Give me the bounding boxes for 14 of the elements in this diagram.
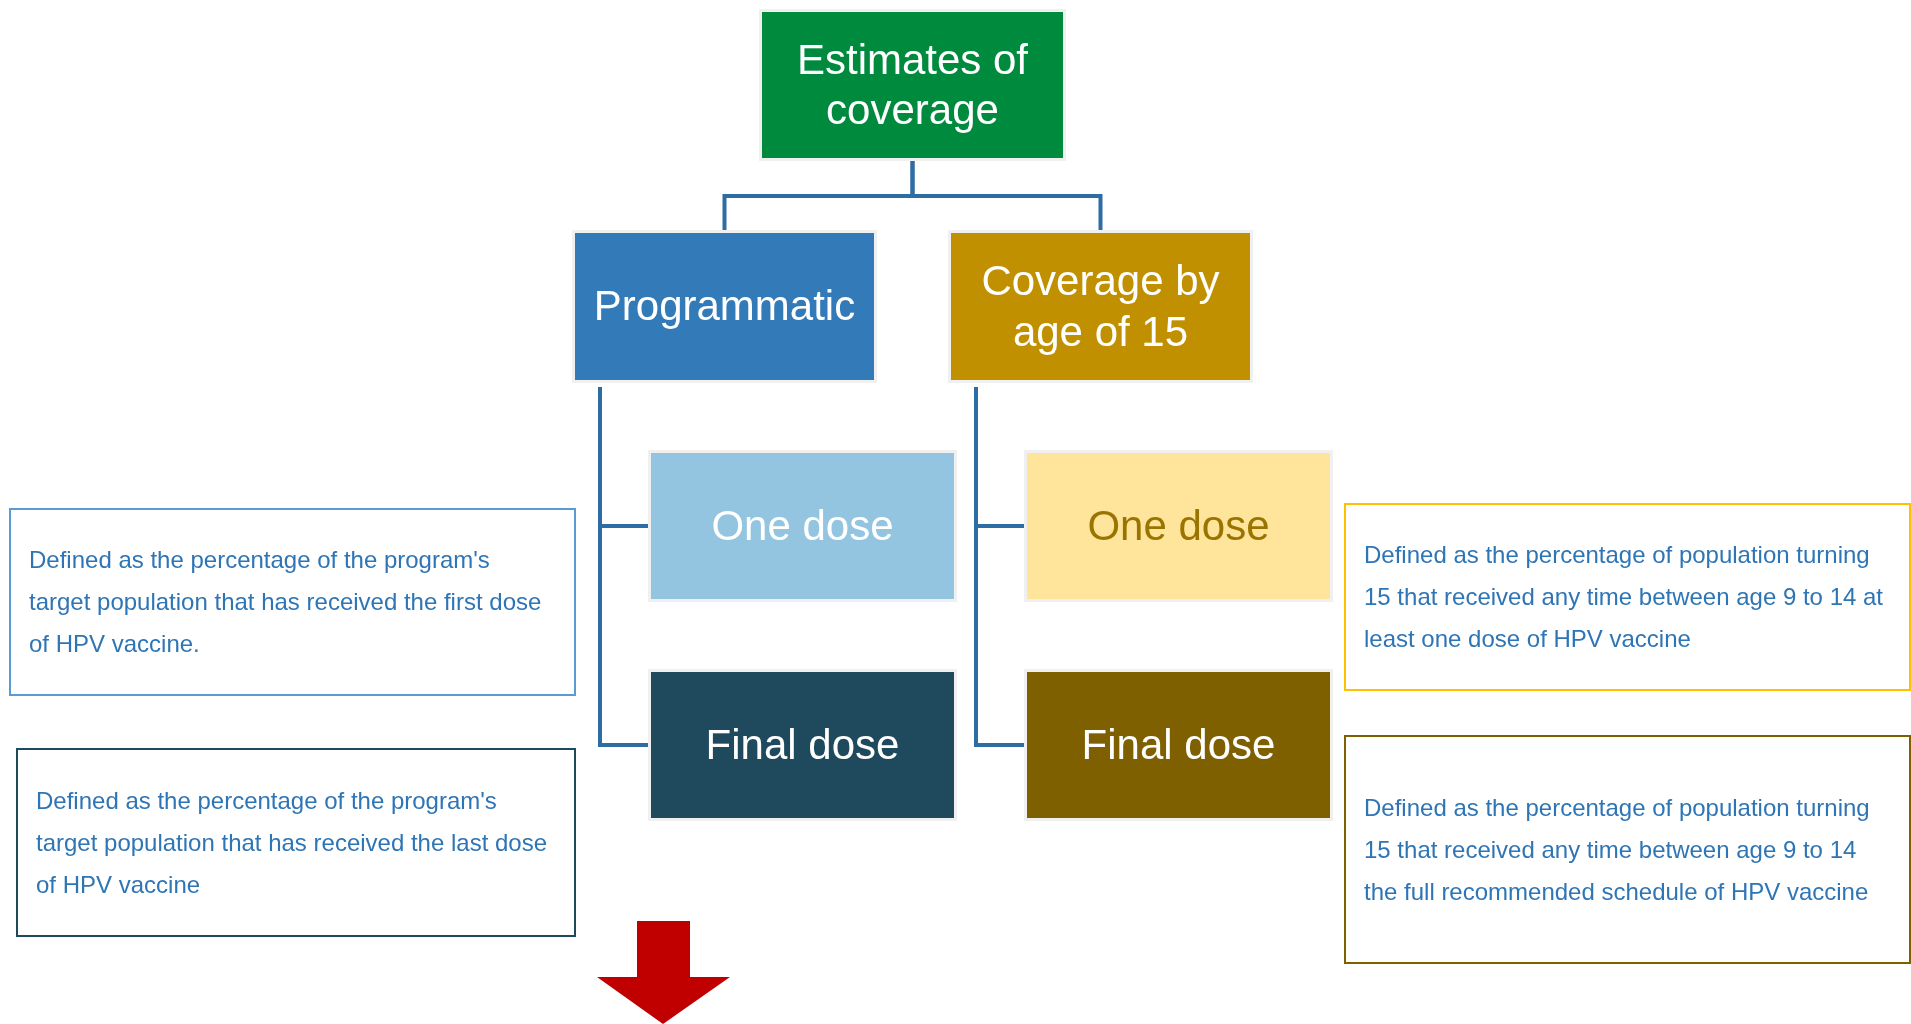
category-box: Final dose <box>648 669 957 821</box>
category-box: Estimates of coverage <box>759 9 1066 161</box>
category-box: Coverage by age of 15 <box>948 230 1253 383</box>
definition-box: Defined as the percentage of population turning 15 that received any time between age 9 to 14 the full recommended schedule of HPV vaccine <box>1344 735 1911 964</box>
definition-box: Defined as the percentage of population turning 15 that received any time between age 9 to 14 at least one dose of HPV vaccine <box>1344 503 1911 691</box>
category-box: One dose <box>648 450 957 602</box>
connector-line <box>974 387 1024 747</box>
connector-line <box>910 161 1103 230</box>
definition-box: Defined as the percentage of the program's target population that has received the last dose of HPV vaccine <box>16 748 576 937</box>
connector-line <box>598 387 648 747</box>
category-box: Programmatic <box>572 230 877 383</box>
category-box: One dose <box>1024 450 1333 602</box>
category-box: Final dose <box>1024 669 1333 821</box>
definition-box: Defined as the percentage of the program's target population that has received the first dose of HPV vaccine. <box>9 508 576 696</box>
